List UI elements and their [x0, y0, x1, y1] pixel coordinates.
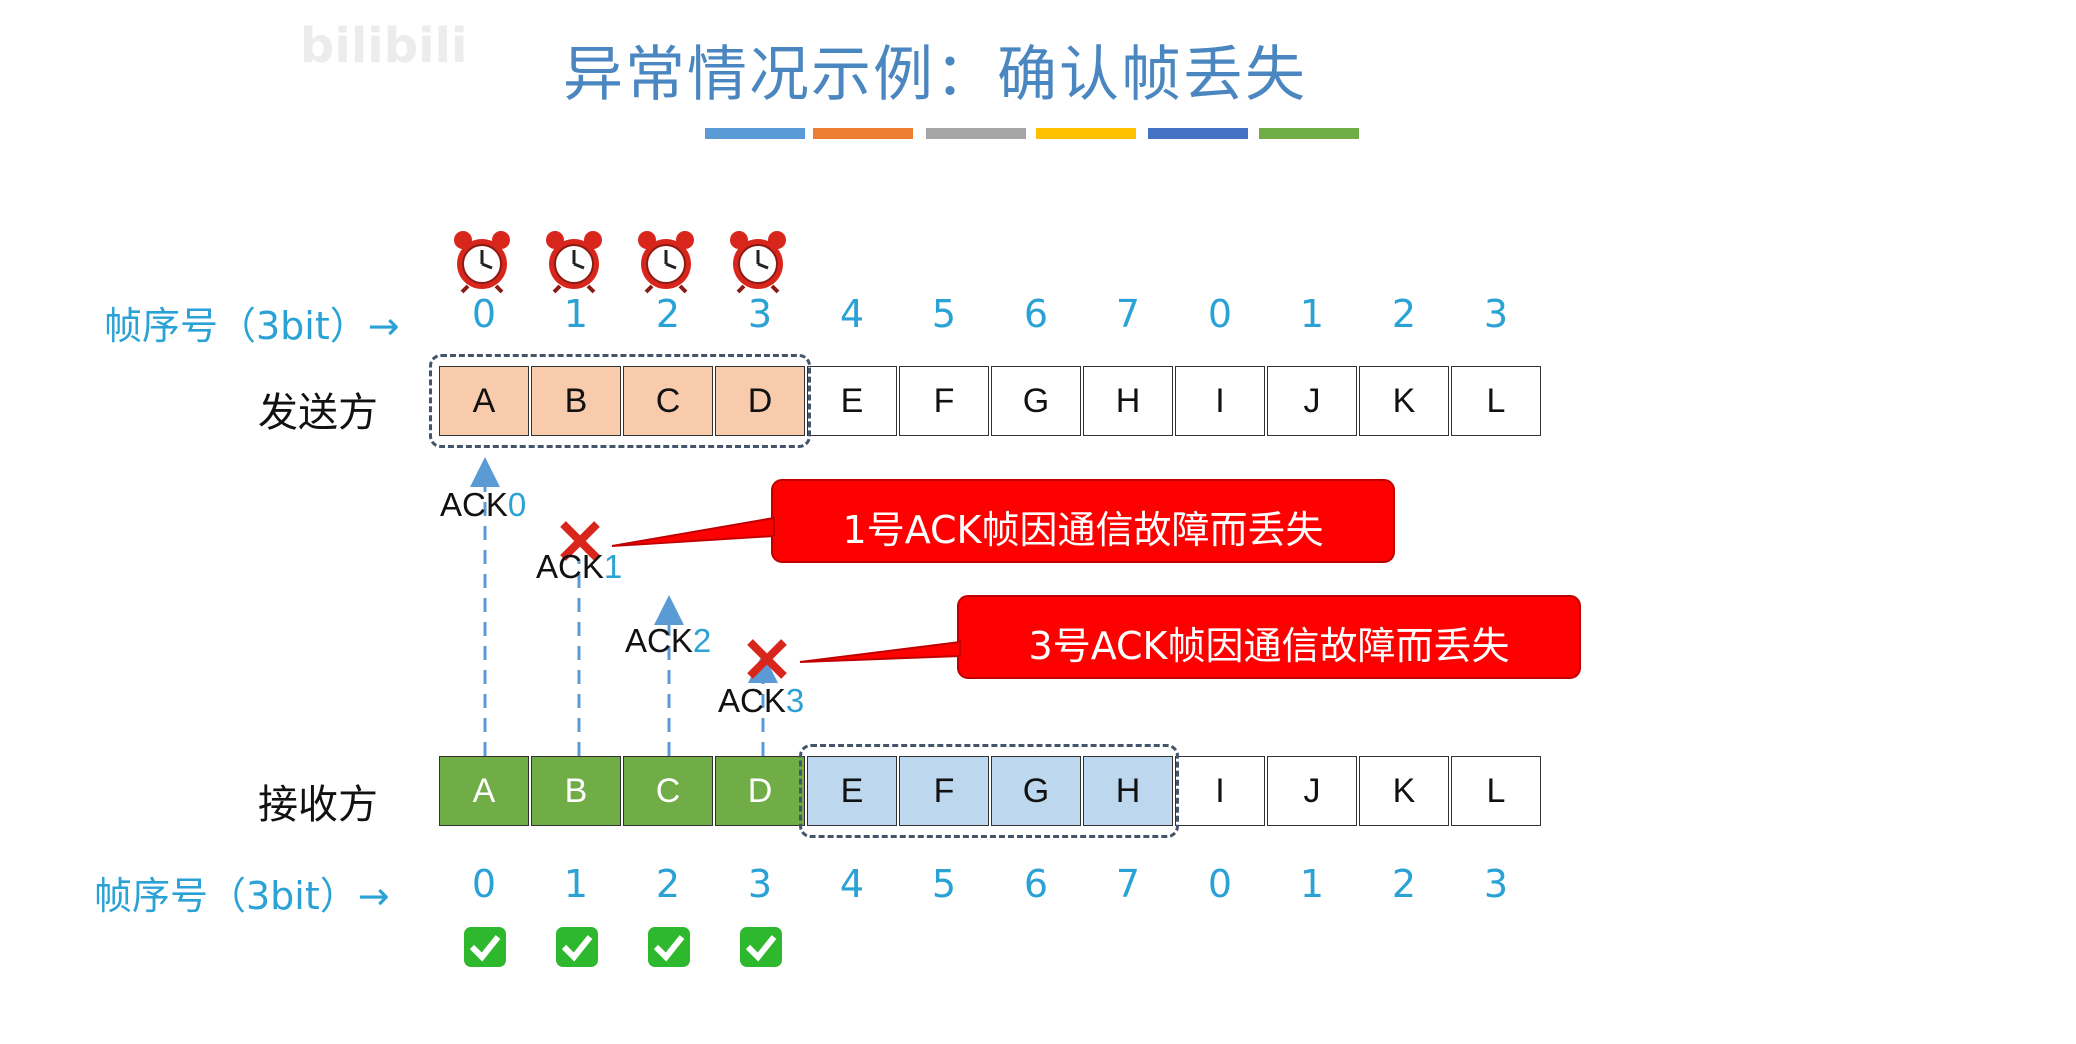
sender-label: 发送方 — [258, 390, 378, 436]
seq-number: 7 — [1115, 862, 1141, 906]
seq-number: 3 — [1483, 862, 1509, 906]
sender-frame: A — [439, 366, 529, 436]
receiver-window — [799, 744, 1179, 838]
ack-label: ACK1 — [536, 548, 622, 586]
seq-number: 1 — [1299, 292, 1325, 336]
watermark-text: bilibili — [300, 18, 468, 74]
title-bar-1 — [705, 128, 805, 139]
sender-window — [429, 354, 811, 448]
sender-seq-label: 帧序号（3bit）→ — [104, 304, 400, 348]
check-marks — [464, 927, 782, 967]
receiver-frame: C — [623, 756, 713, 826]
ack-number: 2 — [692, 622, 712, 659]
callout-text: 3号ACK帧因通信故障而丢失 — [1028, 624, 1510, 668]
seq-number: 0 — [1207, 292, 1233, 336]
sender-frame: L — [1451, 366, 1541, 436]
seq-number: 2 — [655, 862, 681, 906]
sender-frame: J — [1267, 366, 1357, 436]
receiver-frame: D — [715, 756, 805, 826]
ack-label: ACK0 — [440, 486, 526, 524]
sender-frame: E — [807, 366, 897, 436]
seq-number: 6 — [1023, 292, 1049, 336]
title-bar-3 — [926, 128, 1026, 139]
receiver-frame: L — [1451, 756, 1541, 826]
seq-number: 7 — [1115, 292, 1141, 336]
check-mark-icon — [648, 927, 690, 967]
receiver-frame: F — [899, 756, 989, 826]
ack-number: 0 — [507, 486, 527, 523]
title-bar-4 — [1036, 128, 1136, 139]
seq-number: 2 — [1391, 862, 1417, 906]
check-mark-icon — [556, 927, 598, 967]
receiver-frame: E — [807, 756, 897, 826]
sender-frame: I — [1175, 366, 1265, 436]
seq-number: 1 — [563, 292, 589, 336]
seq-number: 4 — [839, 292, 865, 336]
seq-number: 5 — [931, 292, 957, 336]
page-title: 异常情况示例：确认帧丢失 — [563, 40, 1307, 110]
seq-number: 1 — [1299, 862, 1325, 906]
callout-1 — [611, 479, 1395, 563]
seq-number: 0 — [1207, 862, 1233, 906]
seq-number: 3 — [747, 292, 773, 336]
receiver-frame: H — [1083, 756, 1173, 826]
sender-frame: G — [991, 366, 1081, 436]
seq-number: 4 — [839, 862, 865, 906]
receiver-label: 接收方 — [258, 782, 378, 828]
ack-prefix: ACK — [718, 682, 786, 719]
ack-prefix: ACK — [536, 548, 604, 585]
seq-number: 0 — [471, 292, 497, 336]
ack-number: 3 — [785, 682, 805, 719]
ack-number: 1 — [603, 548, 623, 585]
watermark-logo: bilibili — [0, 18, 467, 74]
check-mark-icon — [740, 927, 782, 967]
sender-frame: B — [531, 366, 621, 436]
callout-2 — [799, 595, 1581, 679]
seq-number: 2 — [1391, 292, 1417, 336]
sender-frame: K — [1359, 366, 1449, 436]
check-mark-icon — [464, 927, 506, 967]
sender-frame: C — [623, 366, 713, 436]
seq-number: 6 — [1023, 862, 1049, 906]
title-bar-5 — [1148, 128, 1248, 139]
seq-number: 1 — [563, 862, 589, 906]
lost-x-icon — [560, 521, 600, 561]
ack-prefix: ACK — [625, 622, 693, 659]
ack-label: ACK2 — [625, 622, 711, 660]
receiver-frame: A — [439, 756, 529, 826]
ack-prefix: ACK — [440, 486, 508, 523]
receiver-frame: B — [531, 756, 621, 826]
title-bar-6 — [1259, 128, 1359, 139]
receiver-frame: J — [1267, 756, 1357, 826]
sender-frame: H — [1083, 366, 1173, 436]
seq-number: 2 — [655, 292, 681, 336]
seq-number: 3 — [1483, 292, 1509, 336]
lost-x-icon — [747, 639, 787, 679]
receiver-frame: K — [1359, 756, 1449, 826]
seq-number: 0 — [471, 862, 497, 906]
title-bar-2 — [813, 128, 913, 139]
seq-number: 3 — [747, 862, 773, 906]
sender-frame: D — [715, 366, 805, 436]
receiver-seq-label: 帧序号（3bit）→ — [94, 874, 390, 918]
receiver-frame: G — [991, 756, 1081, 826]
callout-text: 1号ACK帧因通信故障而丢失 — [842, 508, 1324, 552]
ack-label: ACK3 — [718, 682, 804, 720]
seq-number: 5 — [931, 862, 957, 906]
receiver-frame: I — [1175, 756, 1265, 826]
sender-frame: F — [899, 366, 989, 436]
